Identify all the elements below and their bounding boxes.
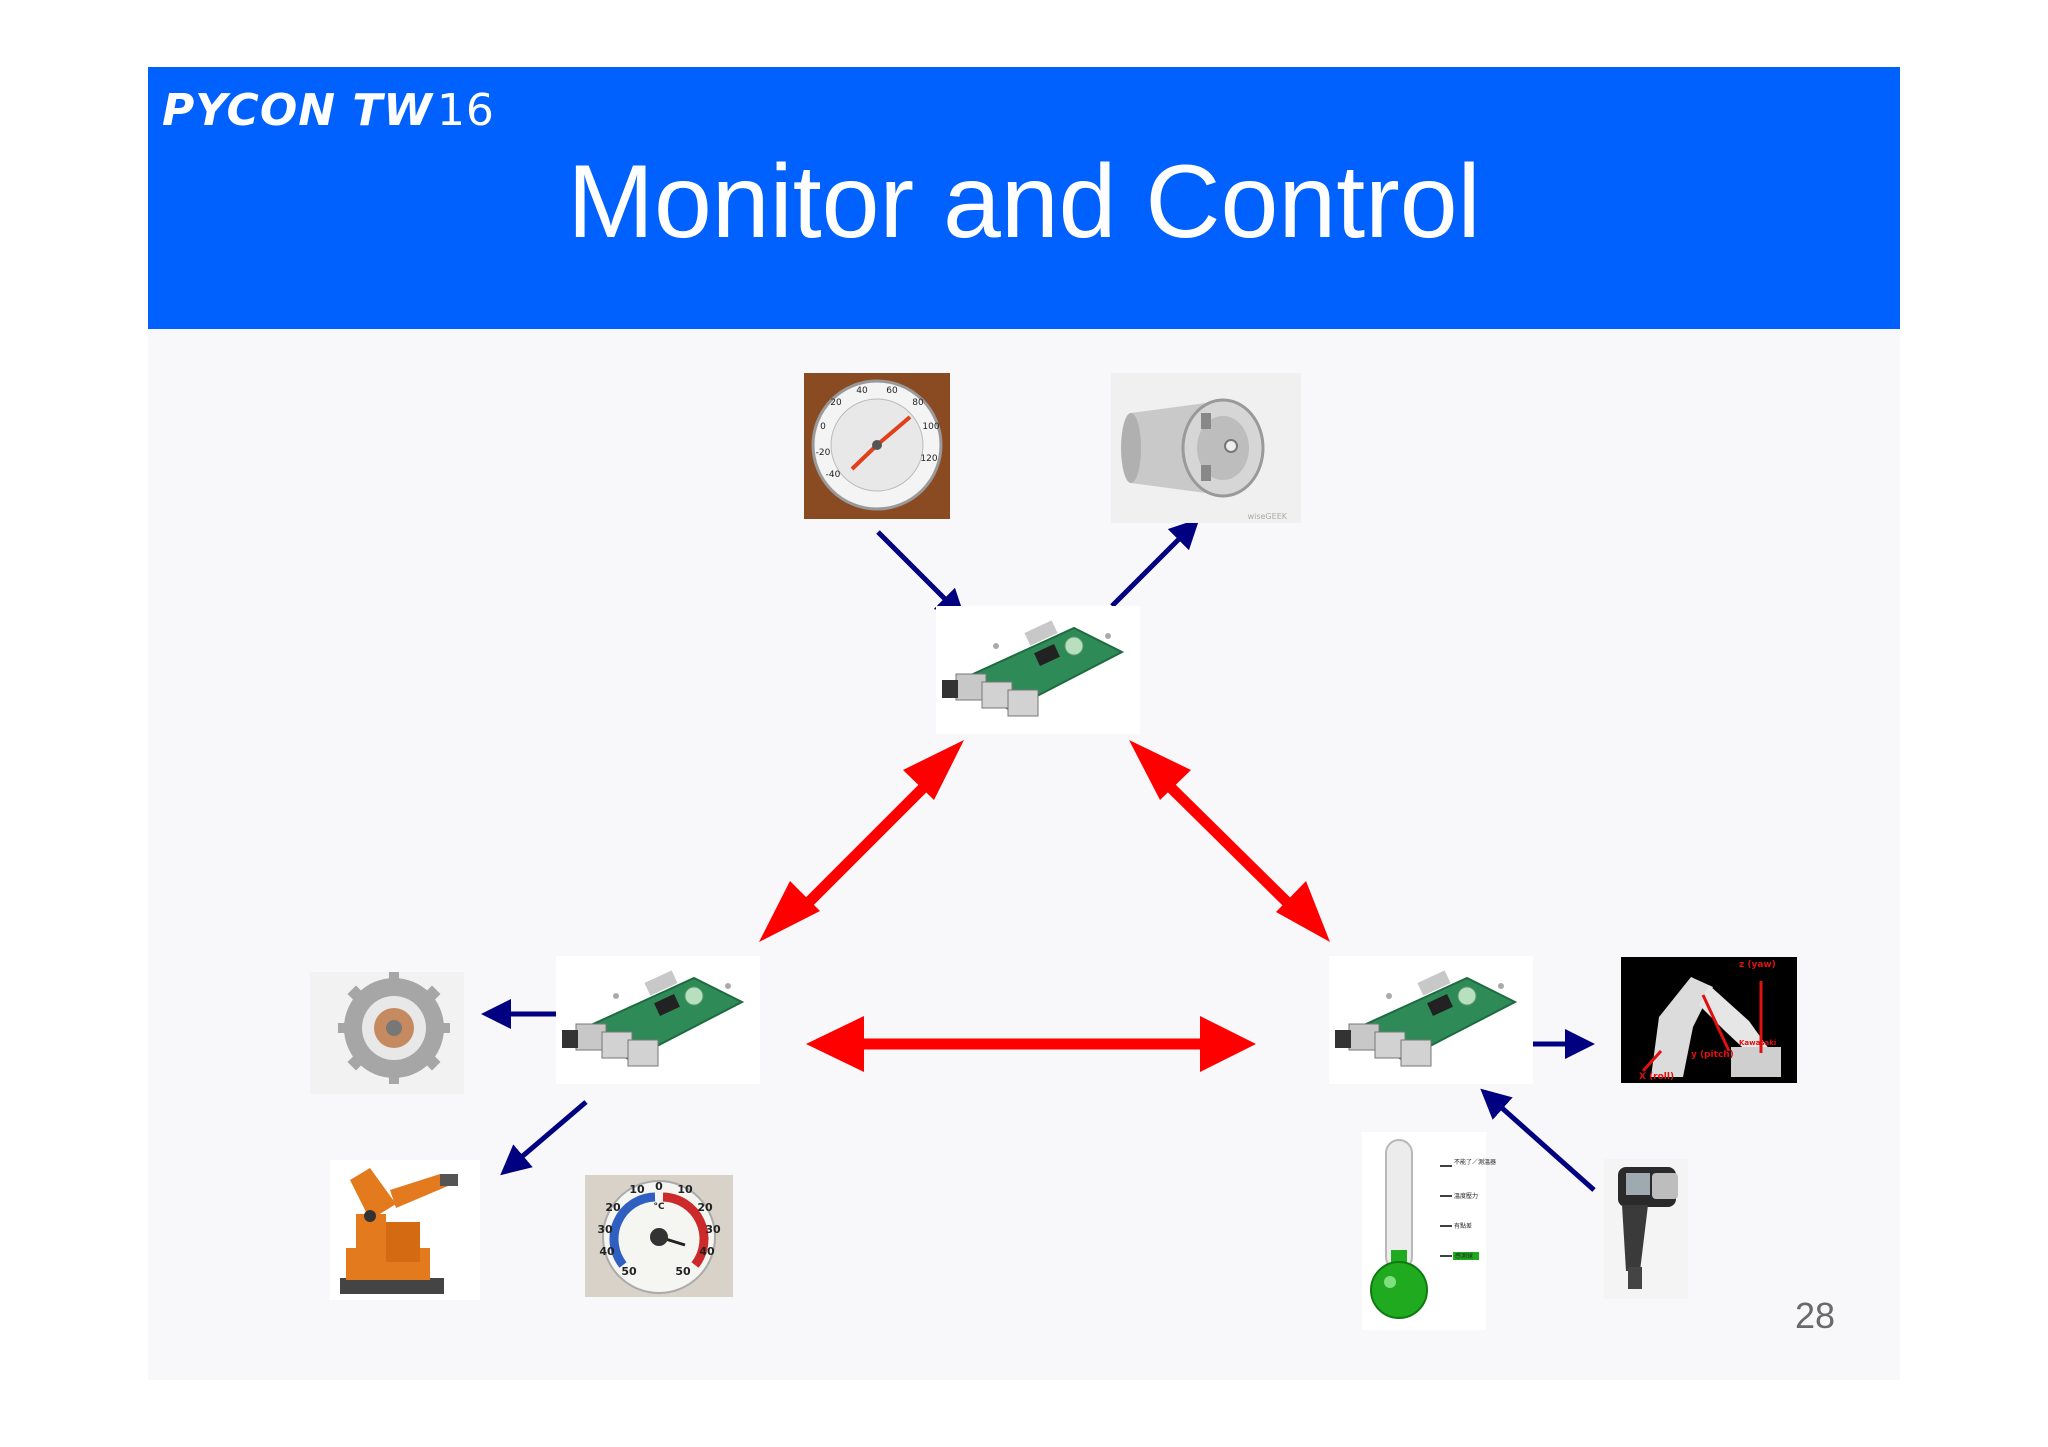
axis-label: z (yaw) — [1739, 960, 1776, 970]
dial-unit: °C — [653, 1202, 665, 1212]
annotation: 不能了／測溫器 — [1454, 1158, 1496, 1166]
dial-label: 80 — [912, 398, 924, 408]
dial-label: -40 — [826, 470, 841, 480]
industrial-robot-arm-icon — [330, 1160, 480, 1300]
brand-label: Kawasaki — [1739, 1039, 1776, 1047]
dial-label: 120 — [920, 454, 937, 464]
dial-label: 40 — [699, 1245, 715, 1258]
title-banner: PYCON TW16 Monitor and Control — [148, 67, 1900, 329]
pycon-logo: PYCON TW16 — [162, 85, 495, 136]
stepper-motor-icon — [310, 972, 464, 1094]
io-arrow-ir-to-right — [1480, 1088, 1596, 1192]
dial-label: 0 — [655, 1180, 663, 1193]
network-arrow-top-left — [759, 740, 964, 942]
io-arrow-top-to-motor — [1110, 518, 1200, 608]
dial-label: 0 — [820, 422, 826, 432]
raspberry-pi-top — [935, 605, 1141, 735]
dial-label: 20 — [697, 1201, 713, 1214]
annotation: 感測球 — [1455, 1252, 1473, 1260]
io-arrow-thermometer-to-top — [876, 530, 966, 620]
dial-thermometer-icon: -40 -20 0 20 40 60 80 100 120 — [804, 373, 950, 519]
io-arrow-left-to-robot — [500, 1100, 588, 1176]
dial-label: 30 — [597, 1223, 613, 1236]
dial-label: 40 — [599, 1245, 615, 1258]
axis-label: y (pitch) — [1691, 1050, 1734, 1060]
dial-label: 30 — [705, 1223, 721, 1236]
dial-label: 40 — [856, 386, 868, 396]
dial-label: 20 — [605, 1201, 621, 1214]
round-thermometer-icon: 10 0 10 20 30 40 50 50 40 30 20 °C — [585, 1175, 733, 1297]
dial-label: 10 — [677, 1183, 693, 1196]
page-number: 28 — [1795, 1295, 1836, 1336]
logo-year: 16 — [436, 85, 495, 136]
dial-label: 50 — [621, 1265, 637, 1278]
raspberry-pi-left — [555, 955, 761, 1085]
annotation: 有點差 — [1454, 1222, 1472, 1230]
network-arrow-left-right — [806, 1016, 1256, 1072]
dial-label: 20 — [830, 398, 842, 408]
dial-label: 50 — [675, 1265, 691, 1278]
dial-label: 100 — [922, 422, 939, 432]
logo-wordmark: PYCON TW — [162, 85, 433, 136]
watermark: wiseGEEK — [1248, 512, 1288, 521]
dial-label: 60 — [886, 386, 898, 396]
annotation: 溫度壓力 — [1454, 1192, 1478, 1200]
dial-label: -20 — [816, 448, 831, 458]
robot-arm-axes-icon: z (yaw) y (pitch) X (roll) Kawasaki — [1621, 957, 1797, 1083]
raspberry-pi-right — [1328, 955, 1534, 1085]
axis-label: X (roll) — [1639, 1072, 1674, 1082]
dc-motor-icon: wiseGEEK — [1111, 373, 1301, 523]
infrared-thermometer-icon — [1604, 1159, 1688, 1299]
glass-thermometer-icon: 不能了／測溫器 溫度壓力 有點差 感測球 — [1362, 1132, 1496, 1330]
slide-title: Monitor and Control — [567, 144, 1481, 260]
dial-label: 10 — [629, 1183, 645, 1196]
network-arrow-top-right — [1129, 740, 1330, 942]
